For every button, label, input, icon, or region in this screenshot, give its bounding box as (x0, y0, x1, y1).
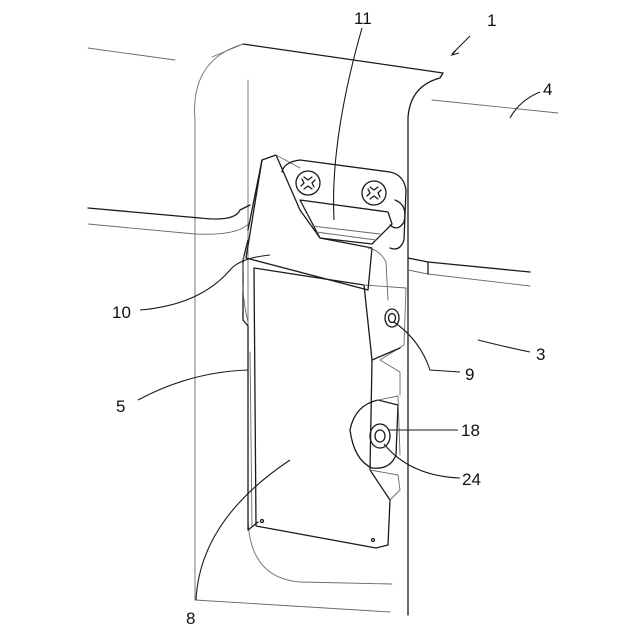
label-11: 11 (354, 9, 372, 28)
mounting-bracket (282, 160, 406, 300)
label-8: 8 (186, 609, 195, 628)
screw-left-icon (296, 171, 320, 195)
screw-right-icon (362, 181, 386, 205)
label-10: 10 (112, 303, 131, 322)
label-5: 5 (116, 397, 125, 416)
leader-lines (138, 28, 540, 600)
lock-tab (350, 396, 400, 468)
label-3: 3 (536, 345, 545, 364)
label-9: 9 (465, 365, 474, 384)
lever-plate (254, 268, 406, 548)
label-4: 4 (543, 80, 552, 99)
housing-body (195, 44, 443, 615)
label-1: 1 (487, 11, 496, 30)
reference-labels: 1 11 4 10 9 3 5 18 24 8 (112, 9, 552, 628)
top-surface (88, 44, 558, 113)
label-18: 18 (461, 421, 480, 440)
label-24: 24 (462, 470, 481, 489)
